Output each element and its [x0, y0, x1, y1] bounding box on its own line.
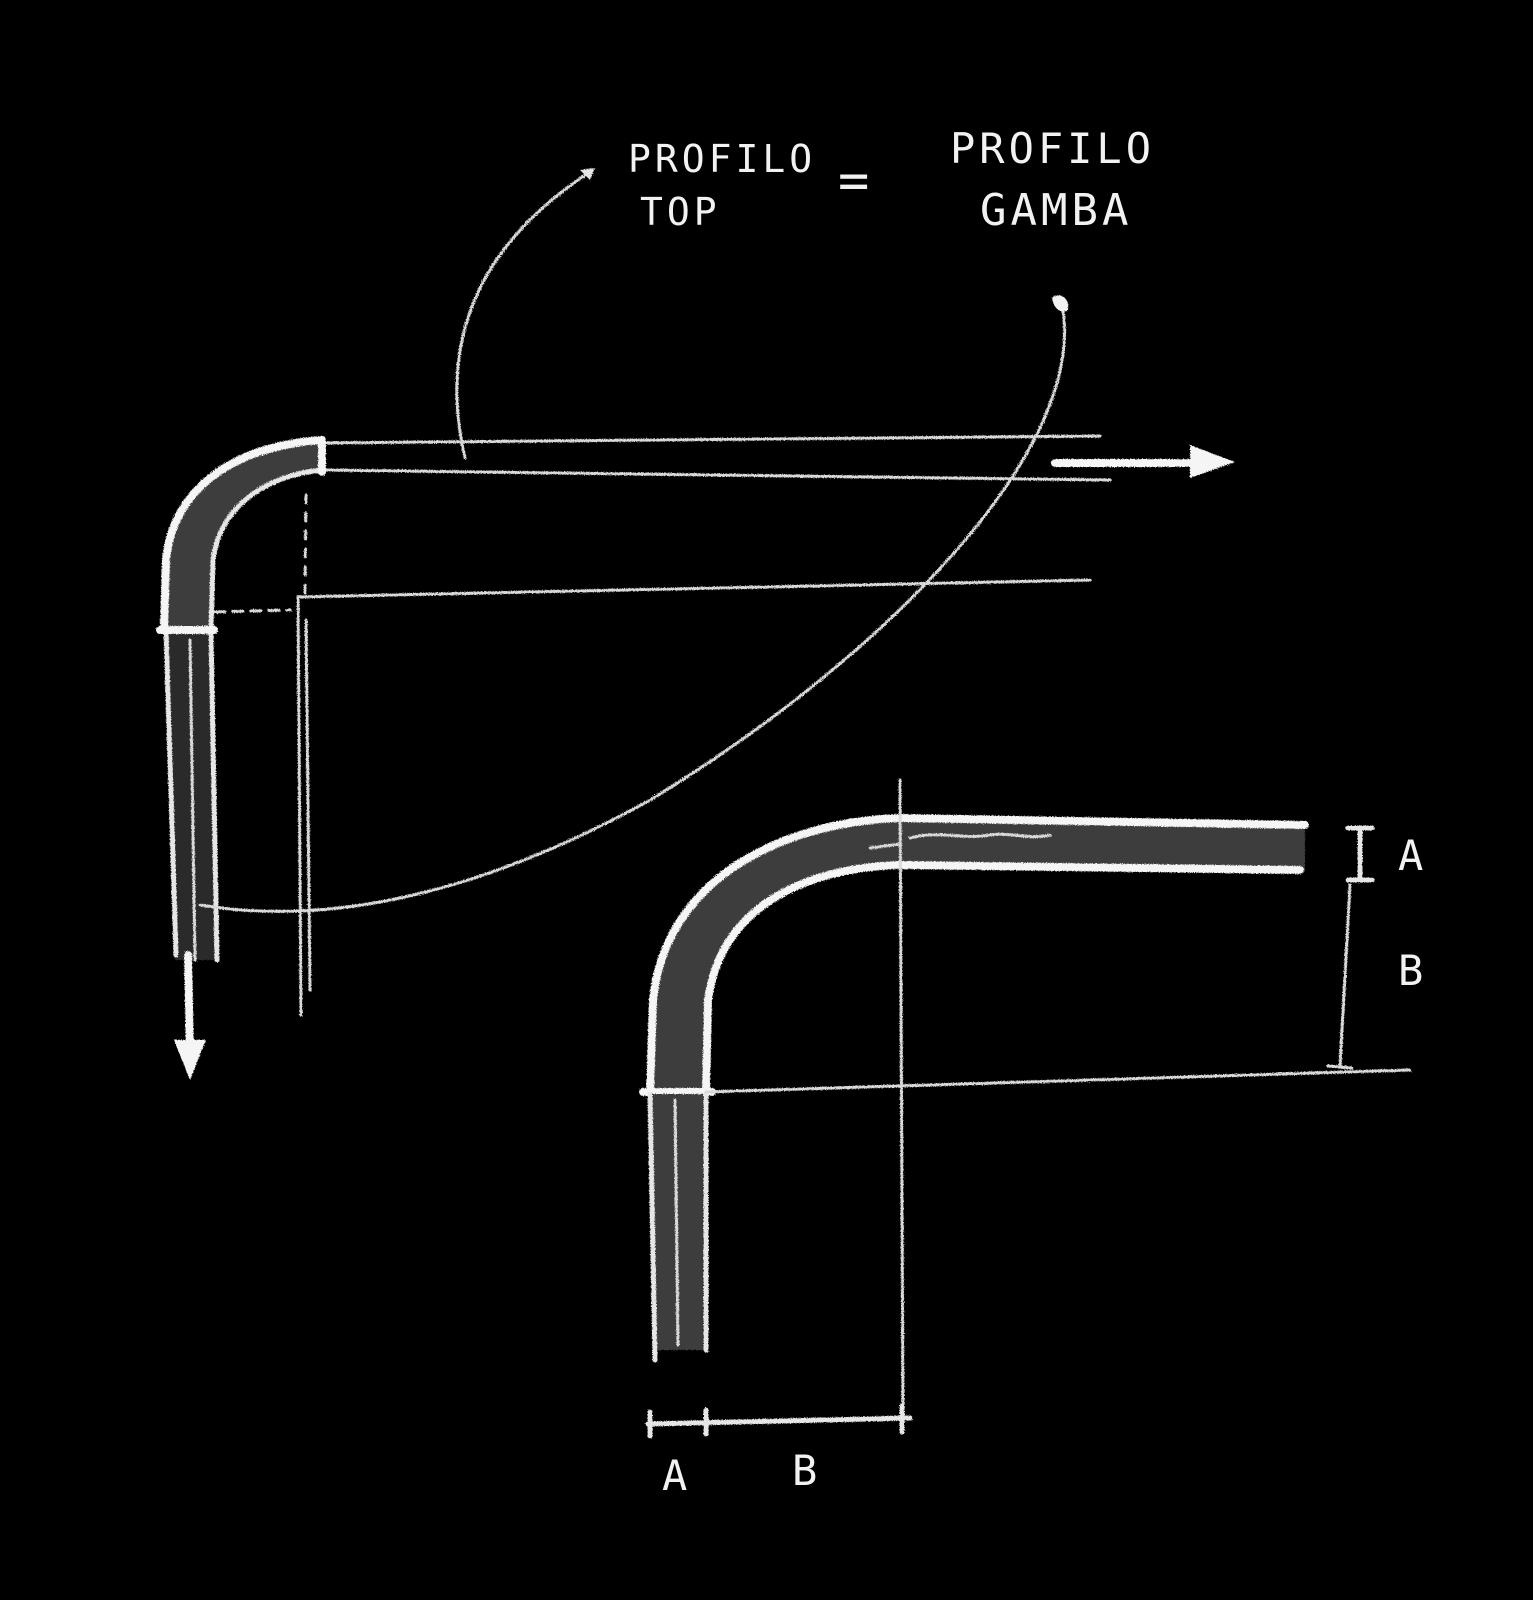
upper-second-line [320, 468, 1112, 482]
lower-construction-horizontal [704, 1068, 1412, 1094]
lower-corner-band [650, 818, 900, 1092]
arrow-down [184, 951, 194, 1059]
dim-right-b-line [1338, 883, 1352, 1068]
dimension-lines [645, 825, 1375, 1439]
lower-inner-curve [702, 860, 1304, 1096]
leader-lines [198, 168, 1069, 913]
leader-gamba-tip [1052, 295, 1069, 312]
upper-leg-inner [208, 629, 220, 963]
upper-dash-horizontal [213, 608, 292, 614]
arrow-right-head [1190, 445, 1235, 478]
leader-gamba [198, 303, 1066, 913]
label-dim-right-a: A [1398, 831, 1427, 880]
upper-leg-band [165, 632, 215, 960]
lower-construction-vertical [898, 778, 905, 1417]
leader-top-tip [580, 168, 595, 180]
lower-top-band [900, 818, 1305, 870]
lower-leg-outer [647, 1091, 658, 1363]
upper-leg-outer [163, 629, 179, 958]
arrow-down-head [174, 1040, 206, 1080]
lower-band-scribble [868, 832, 1052, 850]
label-profilo-gamba-2: GAMBA [980, 185, 1132, 236]
direction-arrows [174, 445, 1235, 1080]
lower-outer-curve [646, 813, 1309, 1096]
dim-right-b-tick [1326, 1064, 1354, 1070]
upper-leg-third [296, 596, 303, 1017]
leader-top [455, 170, 592, 460]
dim-bottom-line [645, 1415, 913, 1427]
upper-third-line [296, 578, 1092, 599]
upper-top-line [320, 434, 1102, 445]
upper-inner-curve [208, 467, 325, 633]
upper-leg-fourth [304, 618, 312, 992]
upper-outer-curve [160, 436, 326, 634]
label-profilo-top-1: PROFILO [628, 137, 816, 181]
label-dim-right-b: B [1398, 946, 1427, 995]
lower-leg-mid [673, 1098, 680, 1347]
label-dim-bottom-a: A [662, 1451, 691, 1500]
upper-corner-band [163, 440, 320, 630]
label-profilo-gamba-1: PROFILO [950, 124, 1155, 173]
upper-profile [156, 434, 1112, 1017]
lower-leg-band [650, 1094, 706, 1350]
upper-leg-fifth [188, 638, 197, 962]
lower-profile [639, 778, 1412, 1417]
label-dim-bottom-b: B [792, 1446, 821, 1495]
label-profilo-top-2: TOP [640, 190, 721, 234]
label-equals: = [838, 151, 873, 211]
upper-dash-vertical [303, 493, 308, 597]
